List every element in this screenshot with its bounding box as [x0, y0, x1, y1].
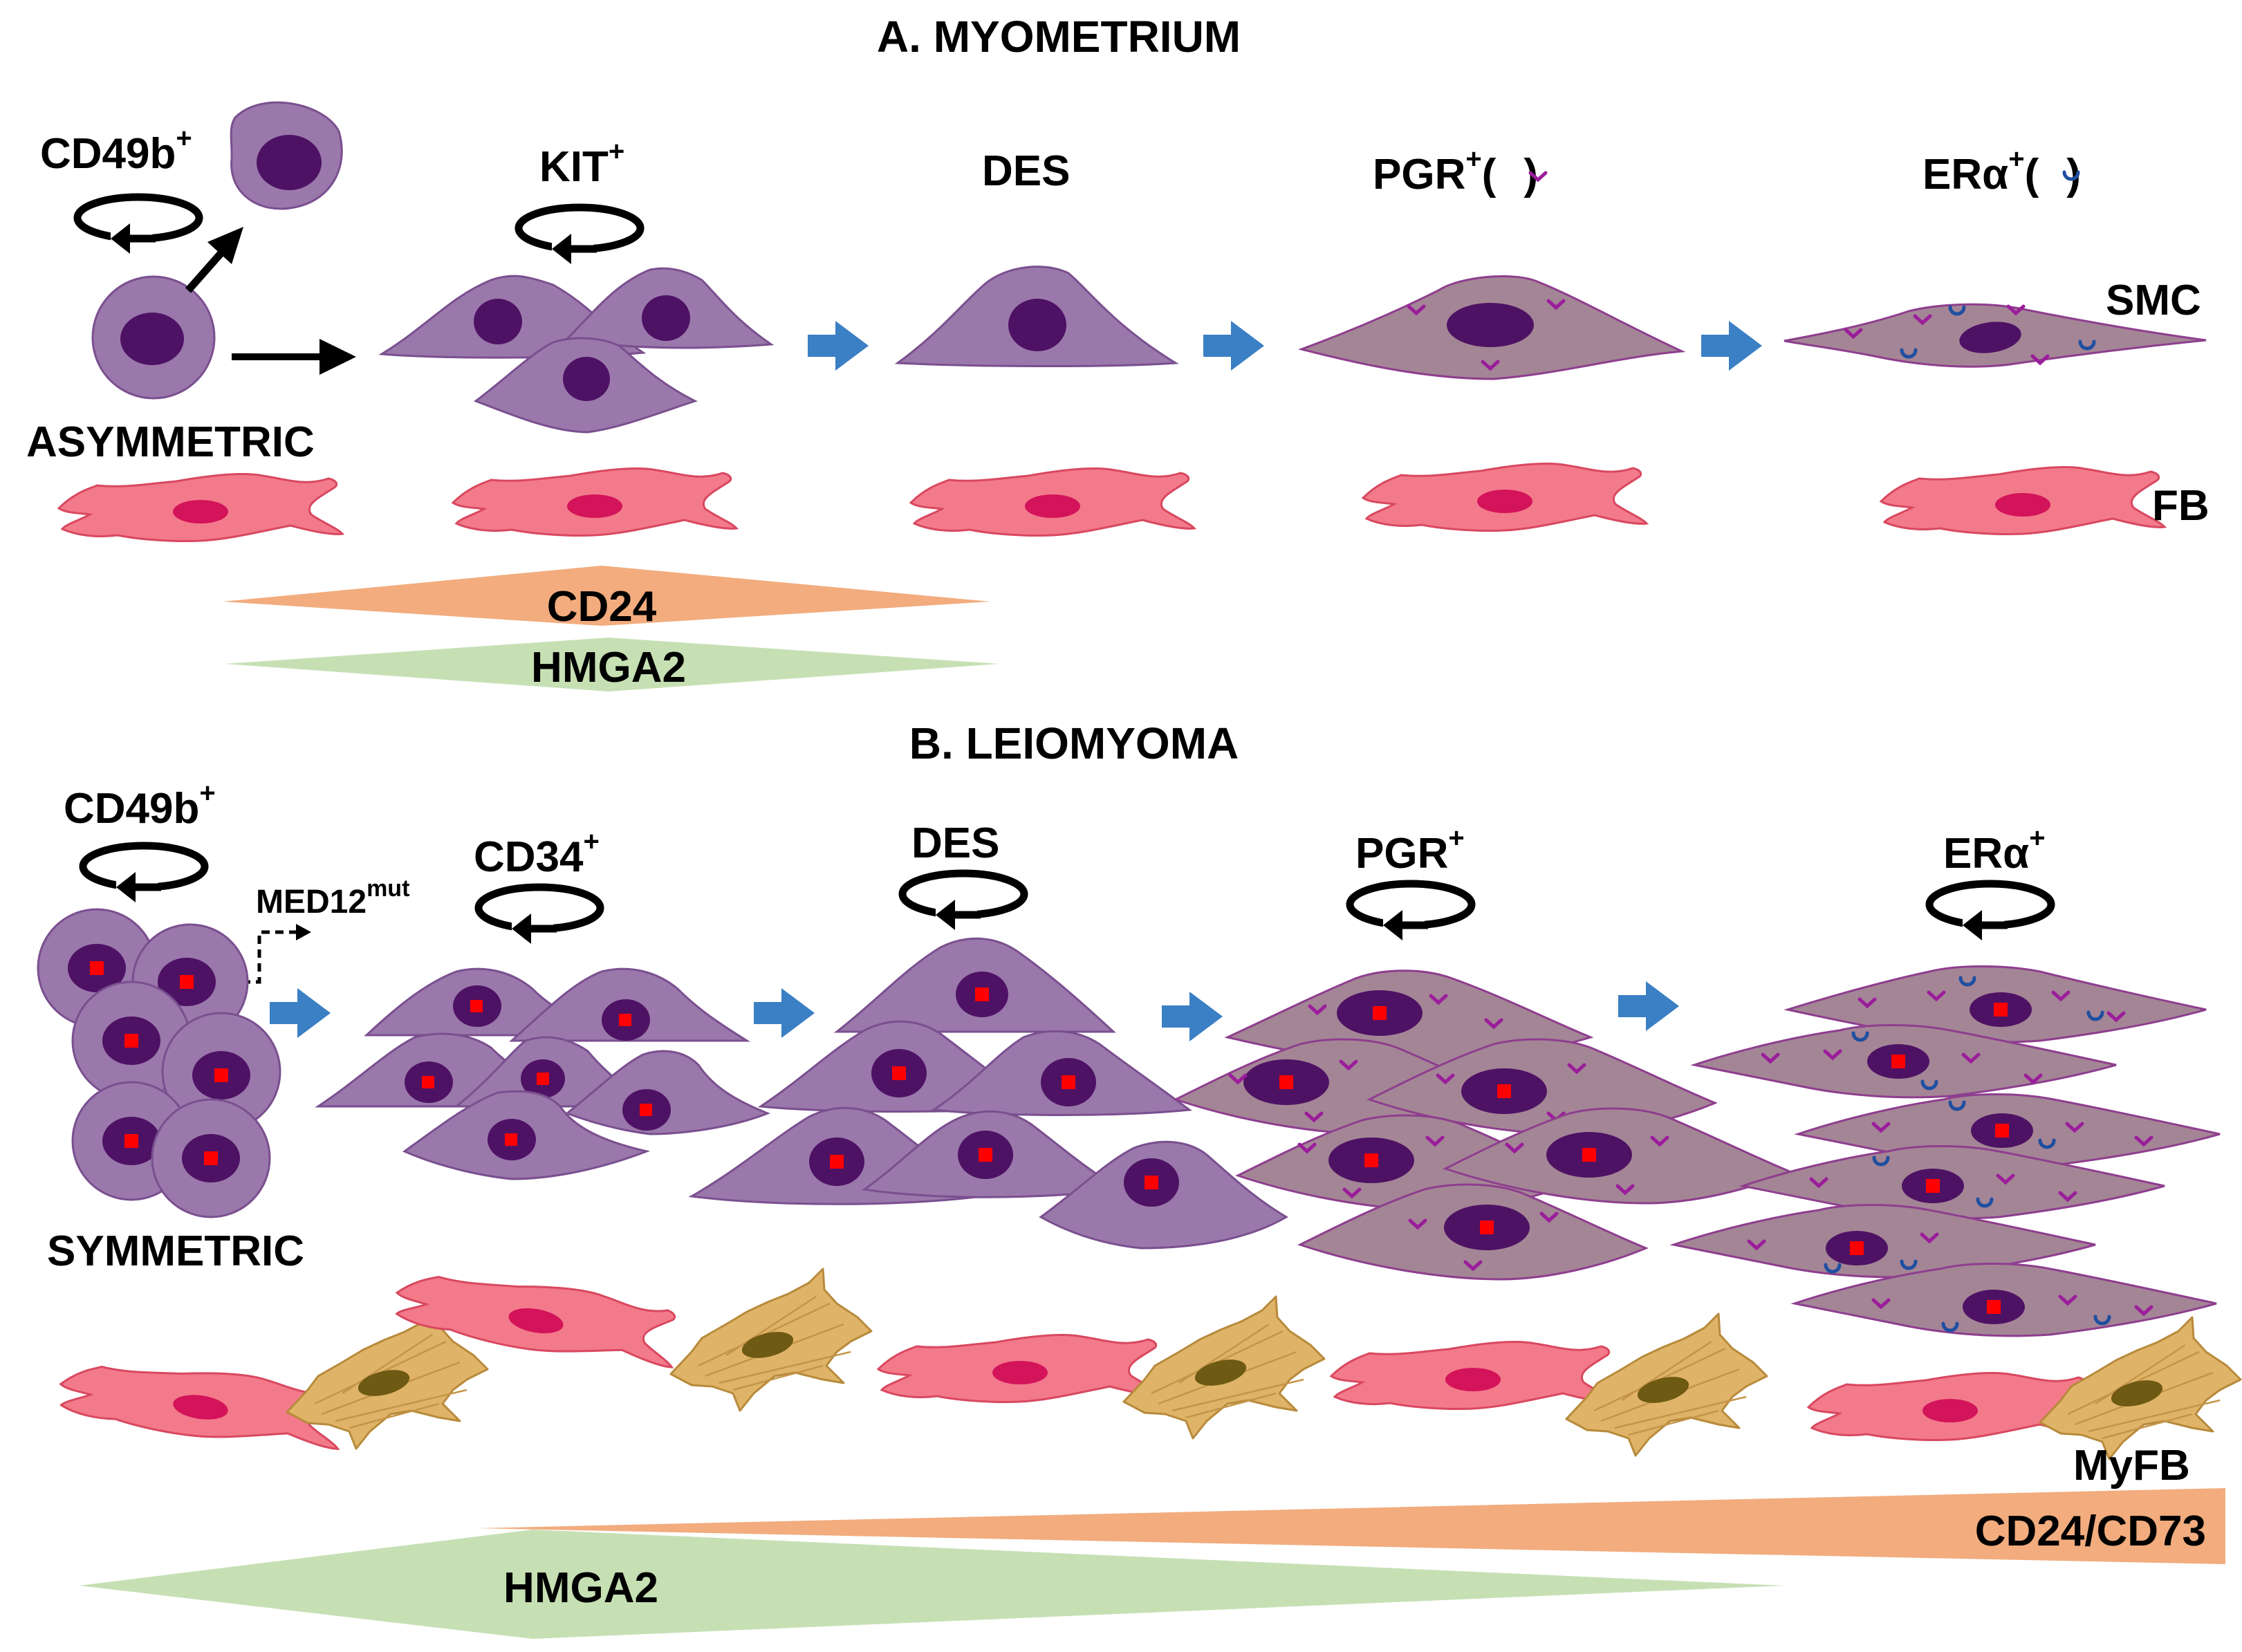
marker-label-des: DES — [911, 819, 999, 867]
myofibroblast-cell — [1122, 1295, 1326, 1440]
fibroblast-cell — [452, 467, 738, 537]
differentiation-arrow — [1203, 321, 1264, 371]
stem-cell — [91, 275, 216, 400]
marker-label-pgr: PGR+ — [1355, 823, 1465, 878]
stem-cell — [230, 101, 343, 210]
smooth-muscle-cell-cluster — [688, 937, 1288, 1250]
panel-b-title: B. LEIOMYOMA — [909, 718, 1239, 768]
cd24-cd73-label: CD24/CD73 — [1975, 1507, 2206, 1555]
smooth-muscle-cell — [1297, 275, 1686, 380]
era-smooth-muscle-cell-cluster — [1669, 965, 2221, 1337]
symmetric-label: SYMMETRIC — [47, 1227, 304, 1275]
fibroblast-cell — [877, 1334, 1163, 1404]
marker-label-pgr: PGR+() — [1373, 144, 1538, 198]
fb-label: FB — [2152, 482, 2209, 530]
division-arrow — [185, 227, 356, 375]
hmga2-gradient-band — [225, 638, 999, 692]
fibroblast-cell — [1330, 1341, 1616, 1411]
fibroblast-cell — [1880, 466, 2166, 536]
stem-cell-cluster — [37, 908, 281, 1218]
hmga2-gradient-band — [80, 1530, 1784, 1639]
stem-cell — [161, 1012, 281, 1132]
myofibroblast-cell — [2039, 1316, 2242, 1460]
marker-label-cd49b: CD49b+ — [64, 778, 216, 833]
panel-a-title: A. MYOMETRIUM — [877, 12, 1241, 62]
differentiation-arrow — [754, 988, 815, 1038]
mutation-arrowhead — [296, 924, 311, 940]
smooth-muscle-cell — [894, 266, 1179, 368]
smc-label: SMC — [2106, 277, 2201, 324]
differentiation-arrow — [808, 321, 869, 371]
mature-smooth-muscle-cell — [1784, 303, 2207, 368]
med12-mutation-label: MED12mut — [256, 875, 409, 920]
progenitor-cell-cluster — [315, 967, 771, 1180]
marker-label-cd49b: CD49b+ — [40, 123, 192, 178]
marker-label-cd34: CD34+ — [474, 826, 600, 881]
fibroblast-cell — [57, 473, 344, 543]
marker-label-era: ERα+() — [1923, 144, 2081, 198]
differentiation-arrow — [1618, 981, 1679, 1031]
marker-label-kit: KIT+ — [539, 136, 624, 191]
hmga2-label: HMGA2 — [503, 1564, 658, 1612]
pgr-smooth-muscle-cell-cluster — [1173, 969, 1794, 1281]
hmga2-label: HMGA2 — [531, 644, 686, 692]
myofibroblast-cell — [1565, 1312, 1768, 1457]
myofibroblast-cell — [669, 1268, 873, 1412]
cd24-gradient-band — [223, 566, 990, 626]
differentiation-arrow — [1162, 992, 1223, 1041]
cd24-label: CD24 — [547, 583, 657, 631]
self-renewal-cycle-icon — [1350, 884, 1472, 940]
asymmetric-label: ASYMMETRIC — [26, 418, 315, 466]
fibroblast-cell — [1807, 1372, 2093, 1442]
self-renewal-cycle-icon — [1929, 884, 2051, 940]
marker-label-des: DES — [982, 147, 1070, 195]
stem-cell — [151, 1098, 271, 1218]
differentiation-arrow — [270, 988, 331, 1038]
self-renewal-cycle-icon — [902, 873, 1024, 930]
progenitor-cell-cluster — [378, 267, 775, 434]
marker-label-era: ERα+ — [1943, 823, 2046, 878]
fibroblast-cell — [909, 467, 1196, 537]
self-renewal-cycle-icon — [77, 197, 199, 254]
cd24-cd73-gradient-band — [477, 1488, 2225, 1564]
fibroblast-cell — [1362, 463, 1648, 532]
myfb-label: MyFB — [2073, 1442, 2190, 1489]
differentiation-arrow — [1701, 321, 1762, 371]
self-renewal-cycle-icon — [519, 207, 640, 264]
self-renewal-cycle-icon — [479, 887, 600, 944]
self-renewal-cycle-icon — [83, 846, 205, 902]
